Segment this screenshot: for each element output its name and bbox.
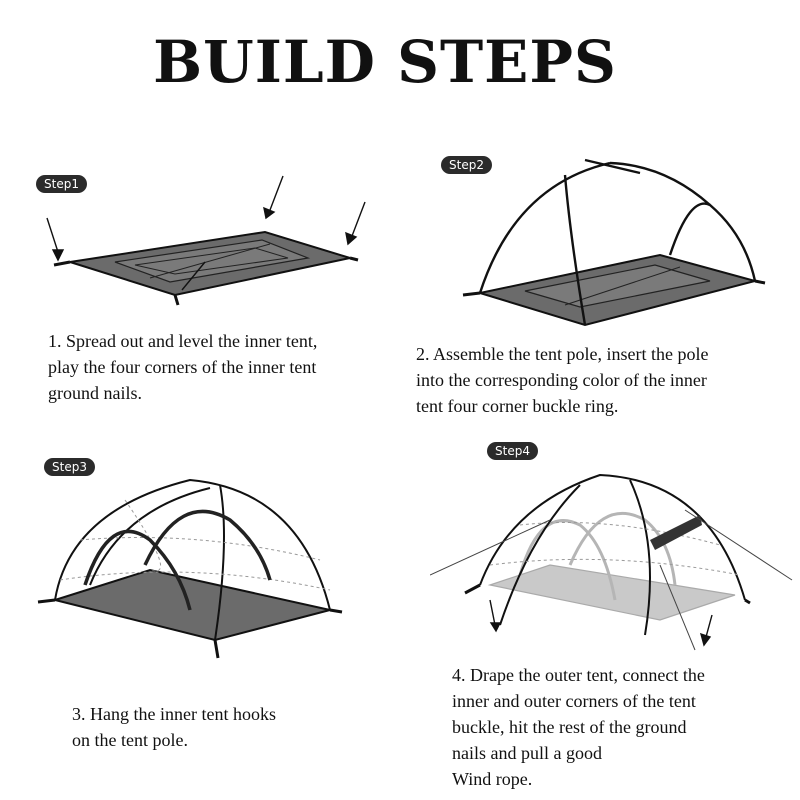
step-line: tent four corner buckle ring. xyxy=(416,396,619,416)
step-line: on the tent pole. xyxy=(72,730,188,750)
step1-badge: Step1 xyxy=(36,175,87,193)
inner-tent-hooks-illustration xyxy=(37,478,343,659)
page-title: BUILD STEPS xyxy=(153,28,617,96)
step2-instructions: 2. Assemble the tent pole, insert the po… xyxy=(416,341,708,419)
step-line: 4. Drape the outer tent, connect the xyxy=(452,665,705,685)
step-line: into the corresponding color of the inne… xyxy=(416,370,707,390)
step-line: ground nails. xyxy=(48,383,142,403)
outer-tent-rainfly-illustration xyxy=(430,473,793,651)
step3-badge: Step3 xyxy=(44,458,95,476)
step-line: 2. Assemble the tent pole, insert the po… xyxy=(416,344,709,364)
step4-badge: Step4 xyxy=(487,442,538,460)
step1-instructions: 1. Spread out and level the inner tent, … xyxy=(48,328,317,406)
step-line: inner and outer corners of the tent xyxy=(452,691,696,711)
step-line: nails and pull a good xyxy=(452,743,602,763)
tent-pole-frame-illustration xyxy=(462,158,766,327)
step-line: play the four corners of the inner tent xyxy=(48,357,317,377)
tent-footprint-illustration xyxy=(46,175,366,306)
step-line: buckle, hit the rest of the ground xyxy=(452,717,687,737)
step4-instructions: 4. Drape the outer tent, connect the inn… xyxy=(452,662,705,792)
step2-badge: Step2 xyxy=(441,156,492,174)
step-line: 1. Spread out and level the inner tent, xyxy=(48,331,318,351)
step-line: 3. Hang the inner tent hooks xyxy=(72,704,276,724)
step3-instructions: 3. Hang the inner tent hooks on the tent… xyxy=(72,701,276,753)
step-line: Wind rope. xyxy=(452,769,533,789)
